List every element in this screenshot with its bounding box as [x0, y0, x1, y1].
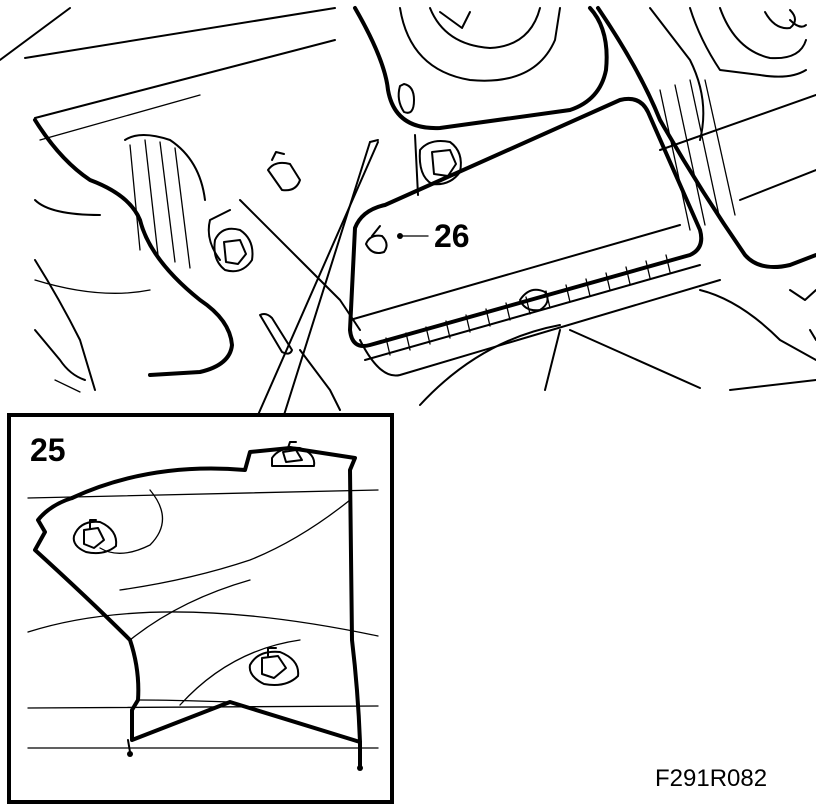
callout-26-dot	[397, 233, 403, 239]
component-box	[348, 96, 721, 377]
detail-inset	[7, 413, 394, 804]
right-fender-structure	[596, 6, 816, 361]
stud-left	[267, 151, 301, 192]
bolt-upper	[414, 134, 462, 196]
callout-26-label: 26	[434, 218, 470, 254]
main-view	[0, 6, 816, 411]
detail-inset-frame	[7, 413, 394, 804]
callout-25-label: 25	[30, 432, 66, 468]
left-bracket	[33, 118, 361, 391]
detail-bolt-bottom	[248, 647, 300, 686]
detail-bracket	[33, 446, 363, 771]
zoom-leader-lines	[257, 139, 379, 416]
detail-bolt-top	[271, 441, 316, 467]
figure-code: F291R082	[655, 765, 767, 792]
detail-bolt-left	[72, 519, 118, 555]
strut-mount	[353, 6, 609, 131]
